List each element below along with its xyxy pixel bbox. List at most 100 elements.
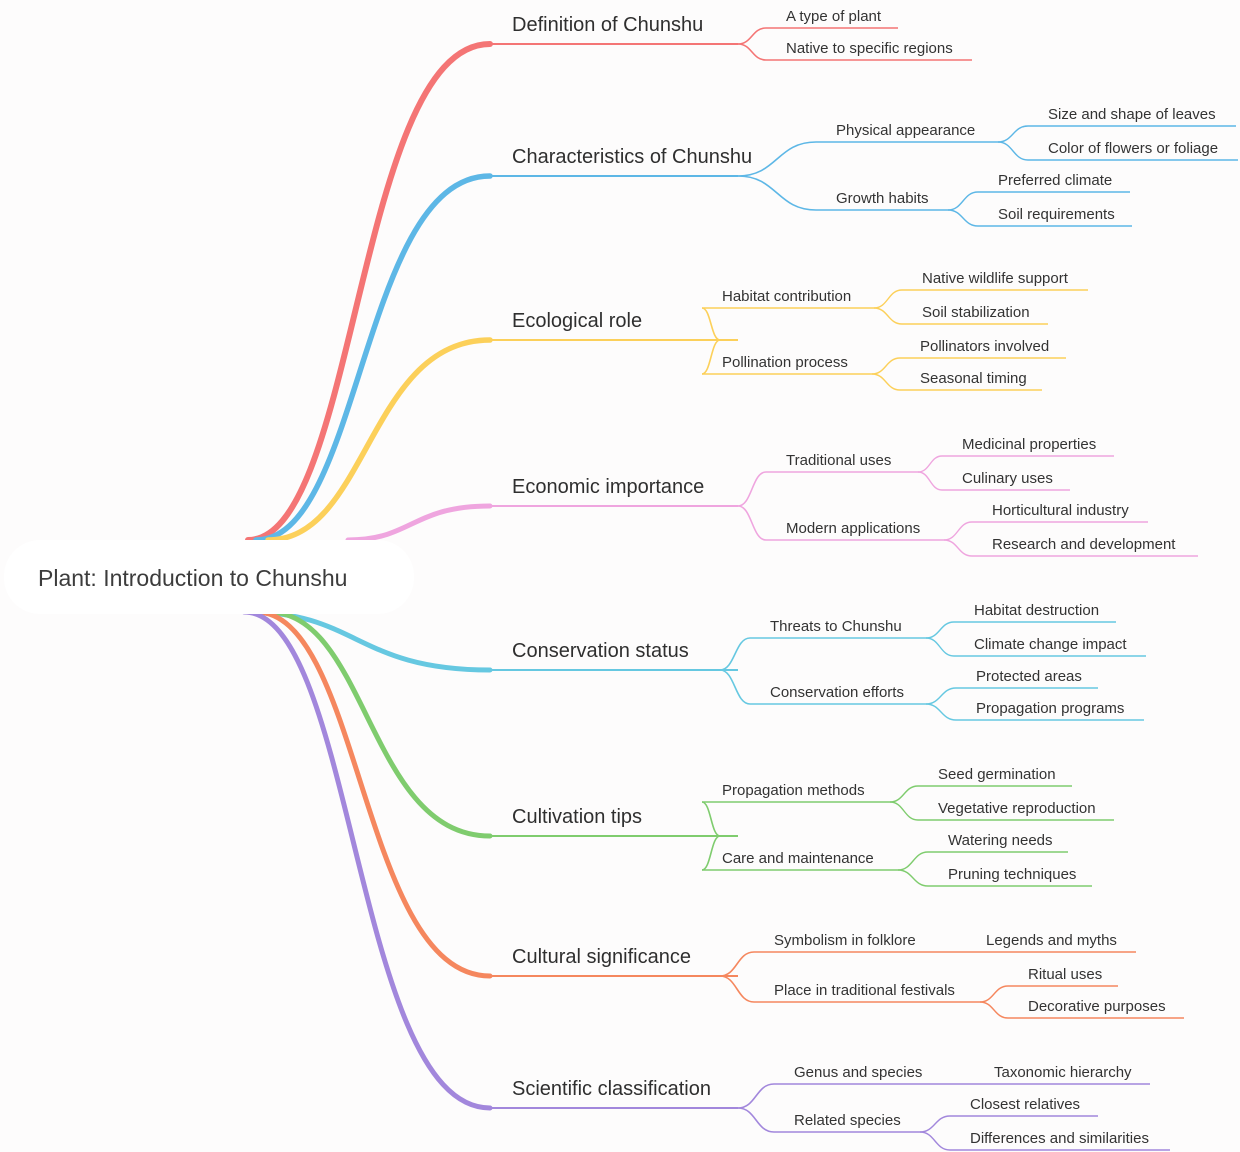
edge-conservation-efforts [719, 669, 751, 705]
edge-protected-areas [925, 687, 957, 705]
subtopic-modern-applications[interactable]: Modern applications [786, 520, 920, 537]
edge-habitat-contribution [701, 307, 721, 341]
edge-soil-requirements [947, 209, 979, 227]
subtopic-propagation-methods[interactable]: Propagation methods [722, 782, 865, 799]
edge-genus-and-species [737, 1083, 775, 1109]
edge-habitat-destruction [925, 621, 955, 639]
subtopic-physical-appearance[interactable]: Physical appearance [836, 122, 975, 139]
mindmap-underlines [490, 27, 1238, 1151]
leaf-legends-and-myths[interactable]: Legends and myths [986, 932, 1117, 949]
leaf-habitat-destruction[interactable]: Habitat destruction [974, 602, 1099, 619]
subtopic-pollination-process[interactable]: Pollination process [722, 354, 848, 371]
leaf-differences-and-similarities[interactable]: Differences and similarities [970, 1130, 1149, 1147]
leaf-watering-needs[interactable]: Watering needs [948, 832, 1053, 849]
edge-seed-germination [889, 785, 919, 803]
edge-traditional-uses [737, 471, 767, 507]
topic-cultural-significance[interactable]: Cultural significance [512, 946, 691, 968]
edge-ritual-uses [979, 985, 1009, 1003]
root-node[interactable]: Plant: Introduction to Chunshu [4, 540, 414, 614]
mindmap-edges [241, 27, 1029, 1151]
leaf-decorative-purposes[interactable]: Decorative purposes [1028, 998, 1166, 1015]
edge-pollination-process [701, 339, 721, 375]
leaf-protected-areas[interactable]: Protected areas [976, 668, 1082, 685]
mindmap-labels: Definition of Chunshu A type of plantNati… [512, 8, 1218, 1147]
leaf-native-wildlife-support[interactable]: Native wildlife support [922, 270, 1069, 287]
edge-culinary-uses [917, 471, 943, 491]
edge-pollinators-involved [871, 357, 901, 375]
edge-root-cultivation-tips [265, 609, 493, 839]
edge-propagation-methods [701, 801, 721, 837]
leaf-pruning-techniques[interactable]: Pruning techniques [948, 866, 1076, 883]
edge-native-wildlife-support [873, 289, 903, 309]
edge-growth-habits [737, 175, 817, 211]
leaf-size-and-shape-of-leaves[interactable]: Size and shape of leaves [1048, 106, 1216, 123]
edge-modern-applications [737, 505, 767, 541]
subtopic-symbolism-in-folklore[interactable]: Symbolism in folklore [774, 932, 916, 949]
edge-a-type-of-plant [737, 27, 767, 45]
edge-differences-and-similarities [919, 1131, 951, 1151]
subtopic-a-type-of-plant[interactable]: A type of plant [786, 8, 882, 25]
topic-definition-of-chunshu[interactable]: Definition of Chunshu [512, 14, 703, 36]
topic-characteristics-of-chunshu[interactable]: Characteristics of Chunshu [512, 146, 752, 168]
topic-ecological-role[interactable]: Ecological role [512, 310, 642, 332]
leaf-medicinal-properties[interactable]: Medicinal properties [962, 436, 1096, 453]
leaf-research-and-development[interactable]: Research and development [992, 536, 1176, 553]
edge-propagation-programs [925, 703, 957, 721]
edge-research-and-development [943, 539, 973, 557]
subtopic-related-species[interactable]: Related species [794, 1112, 901, 1129]
leaf-soil-stabilization[interactable]: Soil stabilization [922, 304, 1030, 321]
leaf-preferred-climate[interactable]: Preferred climate [998, 172, 1112, 189]
subtopic-growth-habits[interactable]: Growth habits [836, 190, 929, 207]
edge-watering-needs [897, 851, 929, 871]
topic-cultivation-tips[interactable]: Cultivation tips [512, 806, 642, 828]
topic-economic-importance[interactable]: Economic importance [512, 476, 704, 498]
leaf-horticultural-industry[interactable]: Horticultural industry [992, 502, 1129, 519]
leaf-propagation-programs[interactable]: Propagation programs [976, 700, 1124, 717]
edge-seasonal-timing [871, 373, 901, 391]
edge-climate-change-impact [925, 637, 955, 657]
edge-related-species [737, 1107, 775, 1133]
leaf-soil-requirements[interactable]: Soil requirements [998, 206, 1115, 223]
edge-root-ecological-role [265, 337, 493, 543]
edge-root-definition-of-chunshu [245, 41, 493, 543]
leaf-color-of-flowers-or-foliage[interactable]: Color of flowers or foliage [1048, 140, 1218, 157]
leaf-culinary-uses[interactable]: Culinary uses [962, 470, 1053, 487]
topic-scientific-classification[interactable]: Scientific classification [512, 1078, 711, 1100]
subtopic-habitat-contribution[interactable]: Habitat contribution [722, 288, 851, 305]
topic-conservation-status[interactable]: Conservation status [512, 640, 689, 662]
edge-root-cultural-significance [253, 609, 493, 979]
edge-medicinal-properties [917, 455, 943, 473]
subtopic-care-and-maintenance[interactable]: Care and maintenance [722, 850, 874, 867]
root-node-label: Plant: Introduction to Chunshu [38, 565, 347, 591]
root-node-bubble [4, 540, 414, 614]
leaf-taxonomic-hierarchy[interactable]: Taxonomic hierarchy [994, 1064, 1132, 1081]
leaf-pollinators-involved[interactable]: Pollinators involved [920, 338, 1049, 355]
subtopic-genus-and-species[interactable]: Genus and species [794, 1064, 922, 1081]
edge-symbolism-in-folklore [719, 951, 755, 977]
leaf-vegetative-reproduction[interactable]: Vegetative reproduction [938, 800, 1096, 817]
edge-threats-to-chunshu [719, 637, 751, 671]
edge-root-characteristics-of-chunshu [253, 173, 493, 543]
leaf-closest-relatives[interactable]: Closest relatives [970, 1096, 1080, 1113]
edge-size-and-shape-of-leaves [997, 125, 1029, 143]
edge-root-economic-importance [345, 503, 493, 543]
leaf-climate-change-impact[interactable]: Climate change impact [974, 636, 1127, 653]
leaf-seed-germination[interactable]: Seed germination [938, 766, 1056, 783]
edge-physical-appearance [737, 141, 817, 177]
edge-decorative-purposes [979, 1001, 1009, 1019]
edge-place-in-traditional-festivals [719, 975, 755, 1003]
subtopic-threats-to-chunshu[interactable]: Threats to Chunshu [770, 618, 902, 635]
subtopic-traditional-uses[interactable]: Traditional uses [786, 452, 891, 469]
subtopic-native-to-specific-regions[interactable]: Native to specific regions [786, 40, 953, 57]
edge-native-to-specific-regions [737, 43, 767, 61]
edge-pruning-techniques [897, 869, 929, 887]
edge-care-and-maintenance [701, 835, 721, 871]
leaf-seasonal-timing[interactable]: Seasonal timing [920, 370, 1027, 387]
edge-color-of-flowers-or-foliage [997, 141, 1029, 161]
edge-closest-relatives [919, 1115, 951, 1133]
subtopic-place-in-traditional-festivals[interactable]: Place in traditional festivals [774, 982, 955, 999]
edge-preferred-climate [947, 191, 979, 211]
leaf-ritual-uses[interactable]: Ritual uses [1028, 966, 1102, 983]
subtopic-conservation-efforts[interactable]: Conservation efforts [770, 684, 904, 701]
